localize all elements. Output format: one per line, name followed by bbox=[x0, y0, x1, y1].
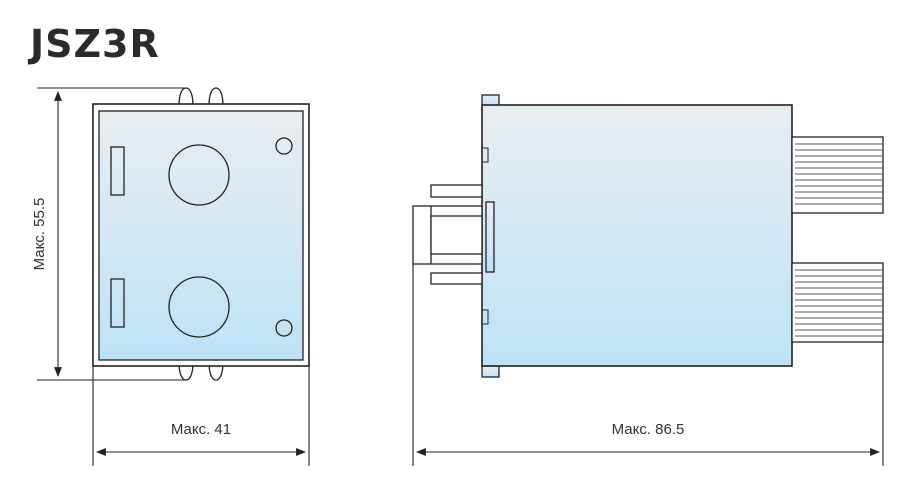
pin-lines bbox=[795, 143, 883, 337]
height-label: Макс. 55.5 bbox=[31, 198, 48, 271]
upper-knob bbox=[168, 144, 230, 206]
lower-led bbox=[275, 319, 293, 337]
lower-knob-stem bbox=[430, 272, 483, 285]
product-title: JSZ3R bbox=[30, 22, 160, 66]
front-inner-panel bbox=[98, 110, 304, 361]
width-label: Макс. 41 bbox=[171, 421, 231, 438]
front-dimensions bbox=[37, 87, 310, 466]
front-collar bbox=[430, 215, 483, 255]
side-bottom-tab bbox=[481, 365, 500, 378]
front-view bbox=[92, 87, 310, 381]
top-clip-right bbox=[208, 87, 224, 107]
panel-clip bbox=[485, 201, 495, 273]
upper-knob-stem bbox=[430, 184, 483, 198]
upper-scale-window bbox=[110, 146, 125, 196]
bottom-clip-right bbox=[208, 361, 224, 381]
upper-pin-block bbox=[791, 136, 884, 214]
side-main-body bbox=[481, 104, 793, 367]
lower-knob bbox=[168, 276, 230, 338]
upper-led bbox=[275, 137, 293, 155]
side-view bbox=[412, 94, 884, 378]
length-label: Макс. 86.5 bbox=[612, 421, 685, 438]
lower-scale-window bbox=[110, 278, 125, 328]
side-dimensions bbox=[412, 264, 884, 466]
